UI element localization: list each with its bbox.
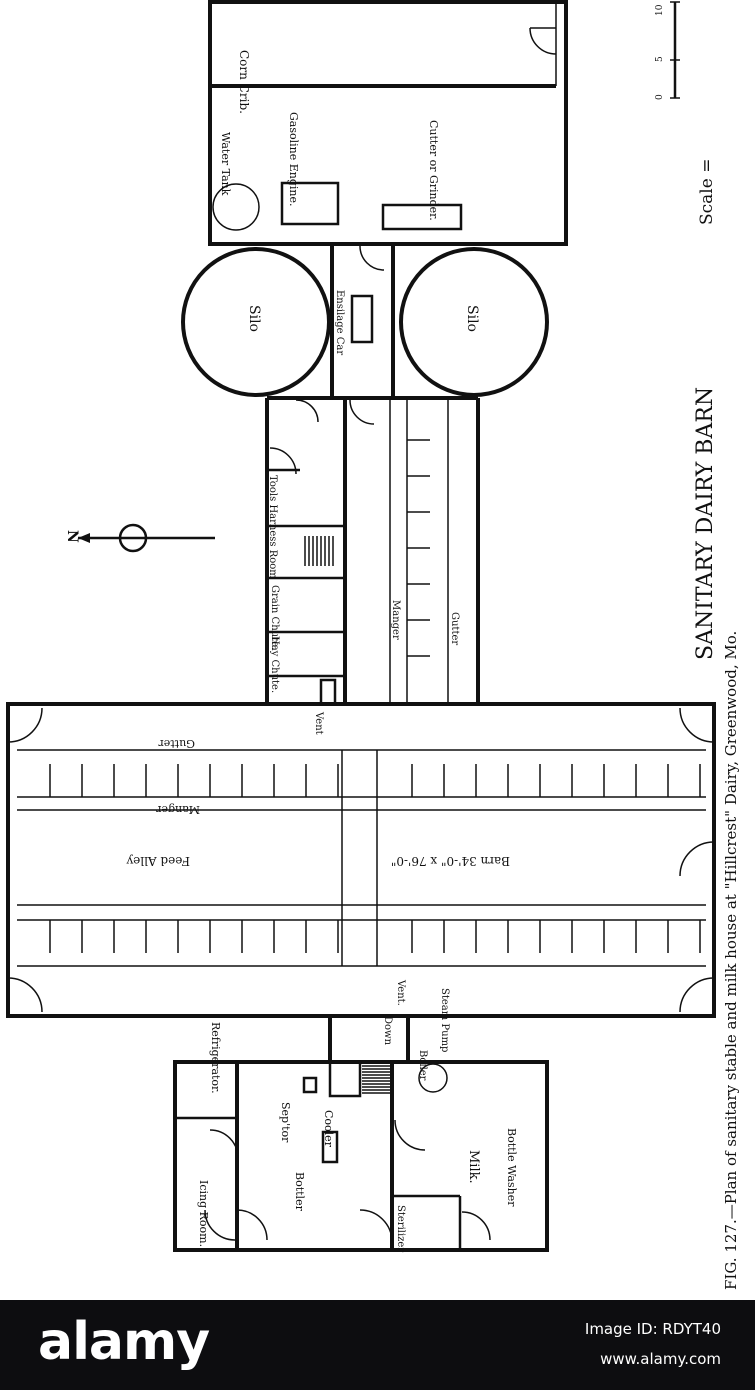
separator-label: Sep'tor xyxy=(279,1102,292,1143)
floor-plan: Corn Crib. Water Tank Gasoline Engine. C… xyxy=(6,0,718,1252)
scale-label: Scale = xyxy=(697,159,717,225)
image-id-label: Image ID: RDYT40 xyxy=(584,1320,721,1338)
refrigerator-label: Refrigerator. xyxy=(209,1022,222,1094)
barn-manger-label: Manger xyxy=(156,803,200,816)
steam-pump-label: Steam Pump xyxy=(439,988,450,1052)
manger-upper-label: Manger xyxy=(390,600,401,640)
silo-block xyxy=(181,244,549,425)
scale-bar: 0 5 10 xyxy=(655,1,680,100)
bottler-label: Bottler xyxy=(293,1172,306,1212)
cutter-label: Cutter or Grinder. xyxy=(427,120,440,221)
plan-title: SANITARY DAIRY BARN xyxy=(693,387,718,660)
site-url-label: www.alamy.com xyxy=(600,1350,721,1368)
vent-north-label: Vent xyxy=(313,711,324,735)
scale-tick-10: 10 xyxy=(655,4,665,16)
down-label: Down xyxy=(382,1016,393,1046)
silo-south-label: Silo xyxy=(464,305,480,332)
alamy-logo: alamy xyxy=(38,1312,210,1372)
milk-label: Milk. xyxy=(466,1150,481,1184)
water-tank-label: Water Tank xyxy=(219,132,232,196)
watermark-banner: alamy Image ID: RDYT40 www.alamy.com xyxy=(0,1300,755,1390)
barn-dims-label: Barn 34'-0" x 76'-0" xyxy=(391,854,510,868)
bottle-washer-label: Bottle Washer xyxy=(505,1128,518,1207)
scale-tick-0: 0 xyxy=(655,94,665,100)
tools-room-label: Tools Harness Room xyxy=(267,475,278,579)
sterilizer-label: Sterilizer xyxy=(395,1205,406,1252)
north-arrow: N xyxy=(64,523,215,553)
scale-tick-5: 5 xyxy=(655,56,665,62)
icing-room-label: Icing Room. xyxy=(197,1180,210,1247)
figure-caption: FIG. 127.—Plan of sanitary stable and mi… xyxy=(722,630,740,1290)
main-barn xyxy=(6,678,716,1018)
plan-title-block: SANITARY DAIRY BARN Scale = 0 5 10 N xyxy=(64,1,718,660)
engine-house xyxy=(208,0,568,246)
silo-north-label: Silo xyxy=(246,305,262,332)
gutter-upper-label: Gutter xyxy=(449,612,460,645)
corn-crib-label: Corn Crib. xyxy=(237,50,251,114)
stable-wing xyxy=(265,396,480,704)
milk-house xyxy=(173,1016,549,1252)
barn-gutter-label: Gutter xyxy=(158,737,195,750)
gasoline-engine-label: Gasoline Engine. xyxy=(287,112,300,207)
north-label: N xyxy=(64,530,80,543)
vent-south-label: Vent. xyxy=(395,979,406,1006)
feed-alley-label: Feed Alley xyxy=(126,854,190,868)
boiler-label: Boiler xyxy=(417,1050,428,1081)
hay-chute-label: Hay Chute. xyxy=(269,636,280,693)
cooler-label: Cooler xyxy=(322,1110,335,1148)
room-labels: Corn Crib. Water Tank Gasoline Engine. C… xyxy=(126,50,518,1252)
grain-chute-label: Grain Chute. xyxy=(269,585,280,650)
ensilage-car-label: Ensilage Car xyxy=(334,290,345,355)
